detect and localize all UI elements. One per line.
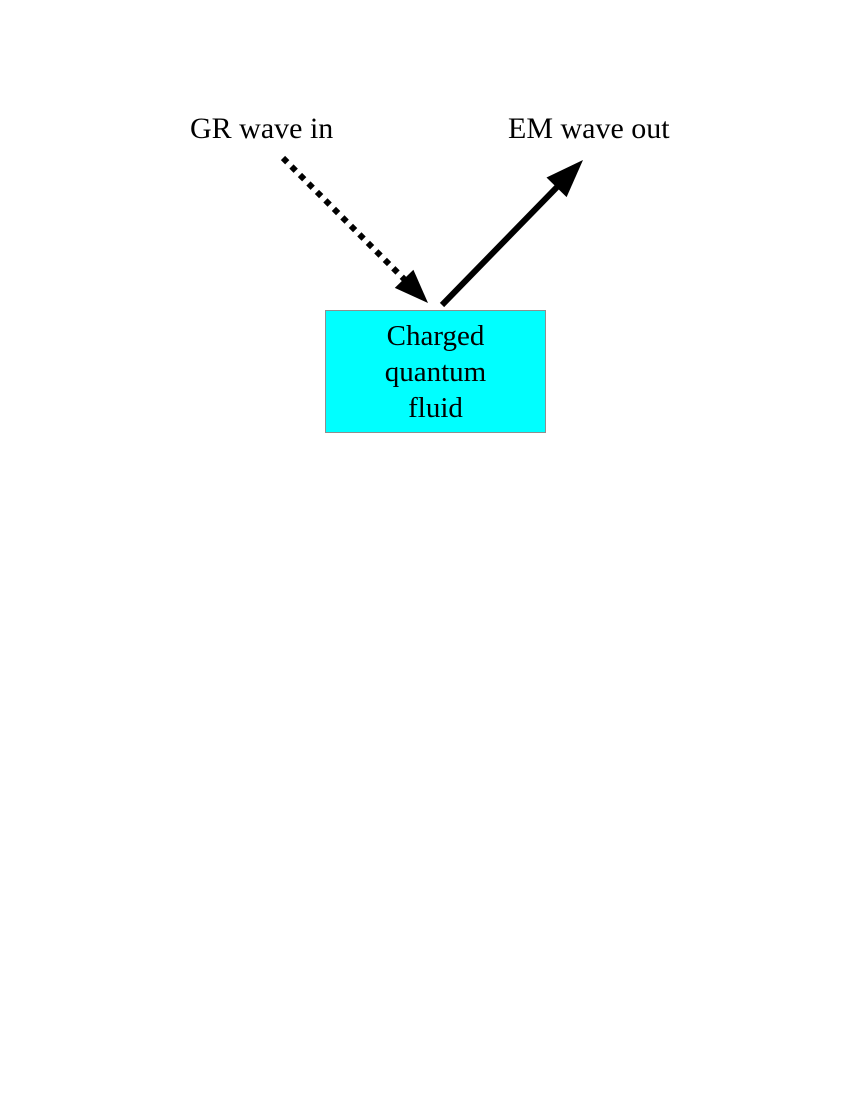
em-wave-out-label: EM wave out xyxy=(508,112,670,145)
gr-wave-arrowhead-icon xyxy=(394,269,428,303)
gr-wave-in-label: GR wave in xyxy=(190,112,334,145)
fluid-box-line3: fluid xyxy=(408,391,463,424)
fluid-box-line1: Charged xyxy=(386,319,485,352)
em-wave-arrowhead-icon xyxy=(546,160,583,198)
gr-wave-arrow-line xyxy=(280,155,409,284)
em-wave-arrow-line xyxy=(439,181,563,308)
charged-quantum-fluid-box: Charged quantum fluid xyxy=(325,310,546,433)
fluid-box-line2: quantum xyxy=(384,355,487,388)
